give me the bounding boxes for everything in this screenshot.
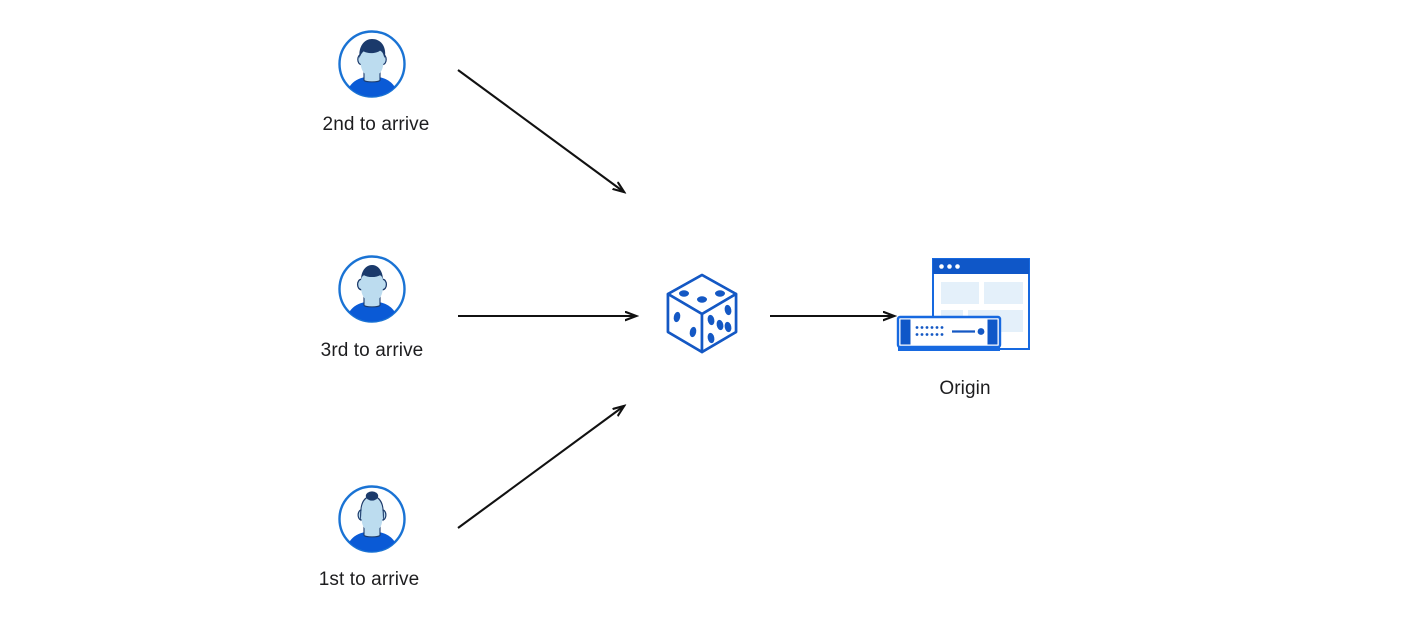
node-label-origin: Origin bbox=[939, 378, 991, 399]
node-randomizer bbox=[662, 270, 742, 362]
user-avatar-icon bbox=[338, 30, 406, 98]
node-client-2 bbox=[336, 28, 408, 100]
node-label-client-2: 2nd to arrive bbox=[322, 114, 430, 135]
user-avatar-icon bbox=[338, 485, 406, 553]
node-label-client-3: 3rd to arrive bbox=[320, 340, 424, 361]
node-origin bbox=[895, 255, 1035, 365]
server-device-icon bbox=[896, 315, 1002, 351]
dice-icon bbox=[666, 273, 738, 354]
origin-server-icon bbox=[896, 258, 1030, 351]
arrow-client1-to-dice bbox=[457, 406, 624, 529]
node-client-3 bbox=[336, 253, 408, 325]
user-avatar-icon bbox=[338, 255, 406, 323]
node-client-1 bbox=[336, 483, 408, 555]
node-label-client-1: 1st to arrive bbox=[318, 569, 420, 590]
